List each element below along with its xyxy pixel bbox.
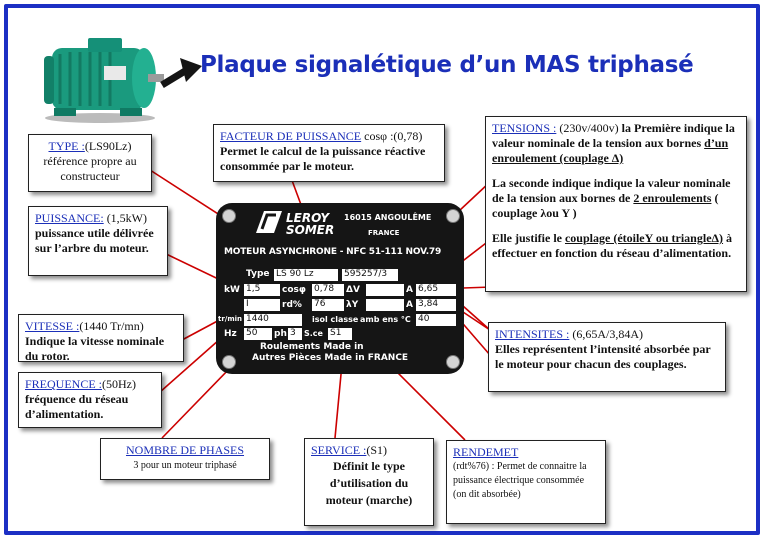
rendement-value: (rdt%76) :: [453, 461, 495, 472]
tensions-text2: La seconde indique indique la valeur nom…: [492, 176, 731, 205]
hz-label: Hz: [224, 329, 237, 339]
y-v-value: [366, 299, 404, 311]
rendement-annotation: RENDEMET (rdt%76) : Permet de connaitre …: [446, 440, 606, 524]
service-field-value: S1: [328, 328, 352, 340]
amb-label: amb ens °C: [360, 315, 411, 324]
a2-label: A: [406, 300, 413, 310]
tmin-label: tr/min: [218, 315, 243, 323]
type-field-label: Type: [246, 269, 270, 279]
vitesse-value: (1440 Tr/mn): [79, 319, 144, 333]
facteur-value: cosφ :(0,78): [364, 129, 423, 143]
screw-bottom-left: [222, 355, 236, 369]
phases-description: 3 pour un moteur triphasé: [133, 460, 237, 471]
service-description: Définit le type d’utilisation du moteur …: [325, 459, 413, 507]
autres-pieces-line: Autres Pièces Made in FRANCE: [252, 353, 409, 363]
tensions-text2b: ( couplage λou Y ): [492, 191, 719, 220]
cos-label: cosφ: [282, 285, 306, 295]
nameplate: LEROY SOMER 16015 ANGOULÊME FRANCE MOTEU…: [216, 203, 464, 374]
page-title: Plaque signalétique d’un MAS triphasé: [200, 52, 694, 78]
ph-label: ph: [274, 329, 287, 339]
vitesse-label: VITESSE :: [25, 319, 80, 333]
leroy-somer-logo: [256, 211, 282, 233]
facteur-annotation: FACTEUR DE PUISSANCE cosφ :(0,78) Permet…: [213, 124, 445, 182]
serial-number: 595257/3: [342, 269, 398, 281]
puissance-value: (1,5kW): [106, 211, 148, 225]
motor-illustration: [44, 38, 202, 123]
intensites-value: (6,65A/3,84A): [572, 327, 643, 341]
tensions-text3b: à effectuer en fonction du réseau d’alim…: [492, 231, 733, 260]
kw-value: 1,5: [244, 284, 280, 296]
vitesse-annotation: VITESSE :(1440 Tr/mn) Indique la vitesse…: [18, 314, 184, 362]
rendement-label: RENDEMET: [453, 445, 519, 459]
tensions-text1: la Première indique la valeur nominale d…: [492, 121, 735, 150]
puissance-annotation: PUISSANCE: (1,5kW) puissance utile déliv…: [28, 206, 168, 276]
kw-label: kW: [224, 285, 240, 295]
frequence-label: FREQUENCE :: [25, 377, 103, 391]
bar-value: I: [244, 299, 280, 311]
rd-value: 76: [312, 299, 344, 311]
hz-value: 50: [244, 328, 272, 340]
rd-label: rd%: [282, 300, 302, 310]
motor-type-line: MOTEUR ASYNCHRONE - NFC 51-111 NOV.79: [224, 247, 442, 257]
service-value: (S1): [366, 443, 388, 457]
y-v-label: λY: [346, 300, 359, 310]
type-field-value: LS 90 Lz: [274, 269, 338, 281]
roulements-line: Roulements Made in: [260, 342, 364, 352]
a1-label: A: [406, 285, 413, 295]
puissance-label: PUISSANCE:: [35, 211, 104, 225]
type-label: TYPE :: [48, 139, 85, 153]
plate-country: FRANCE: [368, 229, 400, 237]
tensions-label: TENSIONS :: [492, 121, 557, 135]
vitesse-description: Indique la vitesse nominale du rotor.: [25, 334, 165, 362]
intensites-label: INTENSITES :: [495, 327, 570, 341]
tmin-value: 1440: [244, 314, 302, 326]
tensions-value: (230v/400v): [559, 121, 619, 135]
frequence-description: fréquence du réseau d’alimentation.: [25, 392, 129, 421]
puissance-description: puissance utile délivrée sur l’arbre du …: [35, 226, 154, 255]
frequence-value: (50Hz): [102, 377, 136, 391]
delta-v-value: [366, 284, 404, 296]
a1-value: 6,65: [416, 284, 456, 296]
phases-annotation: NOMBRE DE PHASES 3 pour un moteur tripha…: [100, 438, 270, 480]
facteur-description: Permet le calcul de la puissance réactiv…: [220, 144, 426, 173]
cos-value: 0,78: [312, 284, 344, 296]
screw-top-right: [446, 209, 460, 223]
type-description: référence propre au constructeur: [43, 154, 137, 183]
screw-bottom-right: [446, 355, 460, 369]
plate-city: 16015 ANGOULÊME: [344, 213, 432, 222]
tensions-underline3: couplage (étoileY ou triangleΔ): [564, 231, 724, 245]
tensions-annotation: TENSIONS : (230v/400v) la Première indiq…: [485, 116, 747, 292]
isol-label: isol classe: [312, 315, 359, 324]
a2-value: 3,84: [416, 299, 456, 311]
service-field-label: S.ce: [304, 329, 323, 338]
frequence-annotation: FREQUENCE :(50Hz) fréquence du réseau d’…: [18, 372, 162, 428]
facteur-label: FACTEUR DE PUISSANCE: [220, 129, 362, 143]
type-value: (LS90Lz): [84, 139, 132, 153]
brand-somer: SOMER: [286, 223, 335, 237]
intensites-annotation: INTENSITES : (6,65A/3,84A) Elles représe…: [488, 322, 726, 392]
rendement-description: Permet de connaitre la puissance électri…: [453, 461, 587, 500]
amb-value: 40: [416, 314, 456, 326]
service-annotation: SERVICE :(S1) Définit le type d’utilisat…: [304, 438, 434, 526]
brand-leroy: LEROY: [286, 211, 330, 225]
phases-label: NOMBRE DE PHASES: [125, 443, 245, 457]
delta-v-label: ΔV: [346, 285, 360, 295]
tensions-underline1: d’un enroulement (couplage Δ): [492, 136, 729, 165]
intensites-description: Elles représentent l’intensité absorbée …: [495, 342, 711, 371]
tensions-underline2: 2 enroulements: [633, 191, 712, 205]
service-label: SERVICE :: [311, 443, 367, 457]
tensions-text3: Elle justifie le: [492, 231, 562, 245]
ph-value: 3: [288, 328, 302, 340]
type-annotation: TYPE :(LS90Lz) référence propre au const…: [28, 134, 152, 192]
screw-top-left: [222, 209, 236, 223]
